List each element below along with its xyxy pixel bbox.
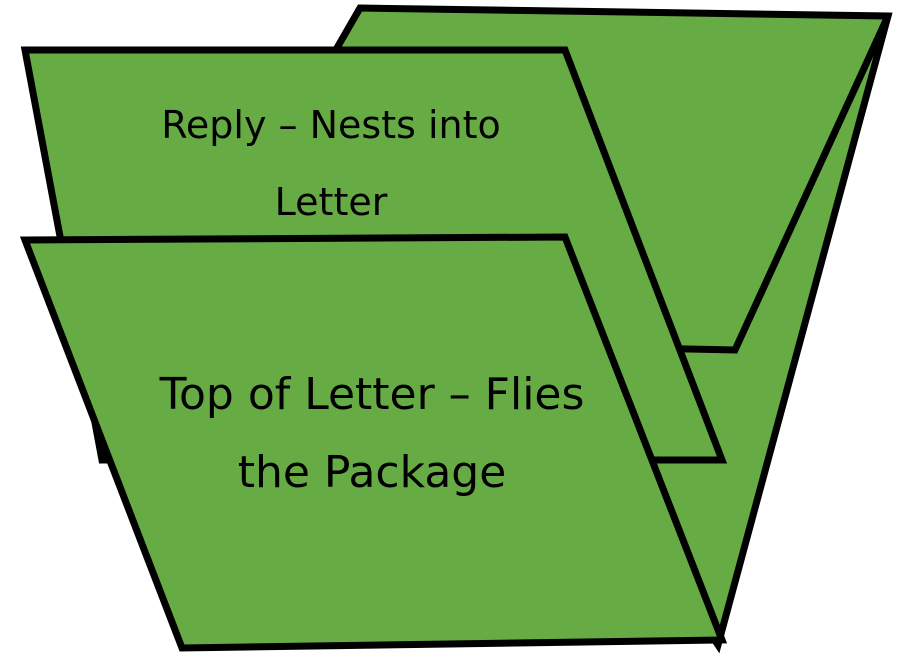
reply-label-line-1: Reply – Nests into: [161, 103, 501, 147]
reply-label-line-2: Letter: [275, 180, 388, 224]
top-of-letter-label-line-1: Top of Letter – Flies: [159, 369, 585, 420]
top-of-letter-panel: [19, 233, 728, 652]
top-of-letter-label-line-2: the Package: [238, 447, 507, 498]
